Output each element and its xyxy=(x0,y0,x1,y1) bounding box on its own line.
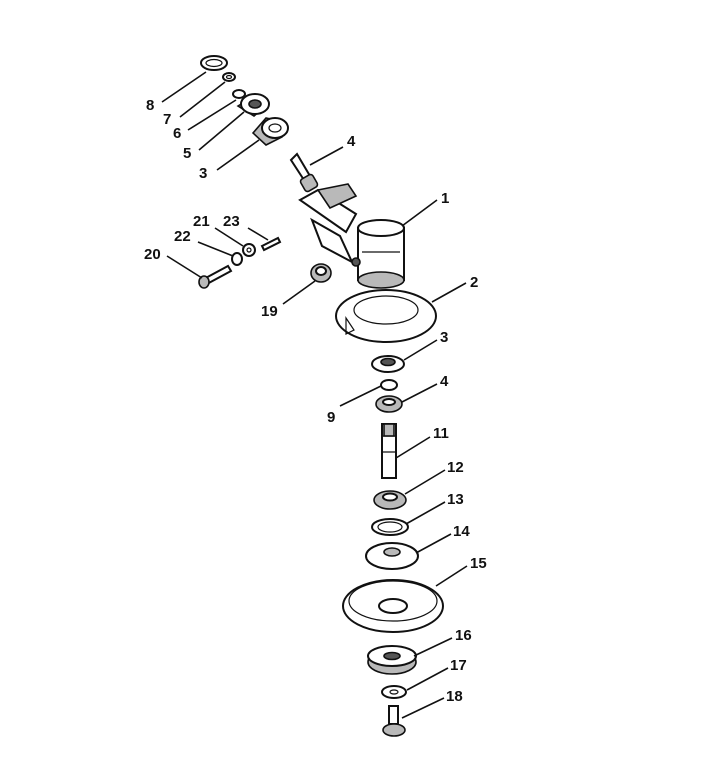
leader-23 xyxy=(247,227,269,241)
part-7-washer xyxy=(222,72,236,82)
callout-21: 21 xyxy=(193,213,210,230)
callout-15: 15 xyxy=(470,555,487,572)
callout-3-mid: 3 xyxy=(440,329,448,346)
leader-7 xyxy=(179,81,226,118)
leader-21 xyxy=(214,227,244,247)
callout-2: 2 xyxy=(470,274,478,291)
part-21-washer xyxy=(242,243,256,257)
callout-17: 17 xyxy=(450,657,467,674)
leader-16 xyxy=(413,637,453,657)
leader-3a xyxy=(216,139,260,171)
leader-5 xyxy=(198,111,245,151)
callout-3-top: 3 xyxy=(199,165,207,182)
part-18-bolt xyxy=(382,705,406,737)
leader-11 xyxy=(395,436,431,459)
callout-16: 16 xyxy=(455,627,472,644)
part-19-nut xyxy=(310,263,332,283)
callout-labels: 8 7 6 5 3 4 1 21 23 22 20 2 19 3 4 9 11 … xyxy=(144,97,487,705)
part-2-flange xyxy=(335,289,437,343)
leader-8 xyxy=(161,71,207,103)
leader-19 xyxy=(282,280,316,305)
part-3-bearing-mid xyxy=(371,355,405,373)
leader-1 xyxy=(401,199,438,227)
leader-4a xyxy=(309,146,344,166)
leader-12 xyxy=(404,469,446,495)
part-14-thrust-plate xyxy=(365,542,419,570)
leader-4b xyxy=(401,383,438,403)
callout-12: 12 xyxy=(447,459,464,476)
part-16-nut xyxy=(367,645,417,675)
leader-13 xyxy=(405,501,446,525)
part-1-gear-housing xyxy=(298,183,405,289)
part-9-ring xyxy=(380,379,398,391)
leader-2 xyxy=(431,282,467,303)
part-12-bearing xyxy=(373,490,407,510)
leader-22 xyxy=(197,241,234,257)
callout-20: 20 xyxy=(144,246,161,263)
callout-23: 23 xyxy=(223,213,240,230)
callout-7: 7 xyxy=(163,111,171,128)
leader-15 xyxy=(435,565,468,587)
leader-6 xyxy=(187,99,237,131)
part-11-shaft xyxy=(381,423,397,479)
part-22-washer xyxy=(231,252,243,266)
part-15-disc xyxy=(342,579,444,633)
callout-4-mid: 4 xyxy=(440,373,449,390)
callout-9: 9 xyxy=(327,409,335,426)
part-8-circlip xyxy=(200,55,228,71)
part-6-ring xyxy=(232,89,246,99)
callout-18: 18 xyxy=(446,688,463,705)
leader-9 xyxy=(339,385,382,407)
leader-14 xyxy=(415,533,452,554)
callout-13: 13 xyxy=(447,491,464,508)
leader-18 xyxy=(401,697,445,719)
part-23-screw xyxy=(260,236,282,252)
part-4-nut-mid xyxy=(375,395,403,413)
part-20-screw xyxy=(198,264,233,289)
callout-8: 8 xyxy=(146,97,154,114)
leader-lines xyxy=(161,71,468,719)
callout-5: 5 xyxy=(183,145,191,162)
callout-6: 6 xyxy=(173,125,181,142)
part-3-sleeve-top xyxy=(251,117,289,146)
callout-1: 1 xyxy=(441,190,449,207)
callout-22: 22 xyxy=(174,228,191,245)
leader-20 xyxy=(166,255,203,279)
callout-11: 11 xyxy=(433,425,449,442)
leader-17 xyxy=(406,667,449,691)
part-4-screw-top xyxy=(289,152,319,193)
callout-4-top: 4 xyxy=(347,133,356,150)
part-13-circlip xyxy=(371,518,409,536)
part-17-washer xyxy=(381,685,407,699)
leader-3b xyxy=(403,339,438,361)
callout-19: 19 xyxy=(261,303,278,320)
part-5-bearing xyxy=(236,93,270,117)
callout-14: 14 xyxy=(453,523,470,540)
